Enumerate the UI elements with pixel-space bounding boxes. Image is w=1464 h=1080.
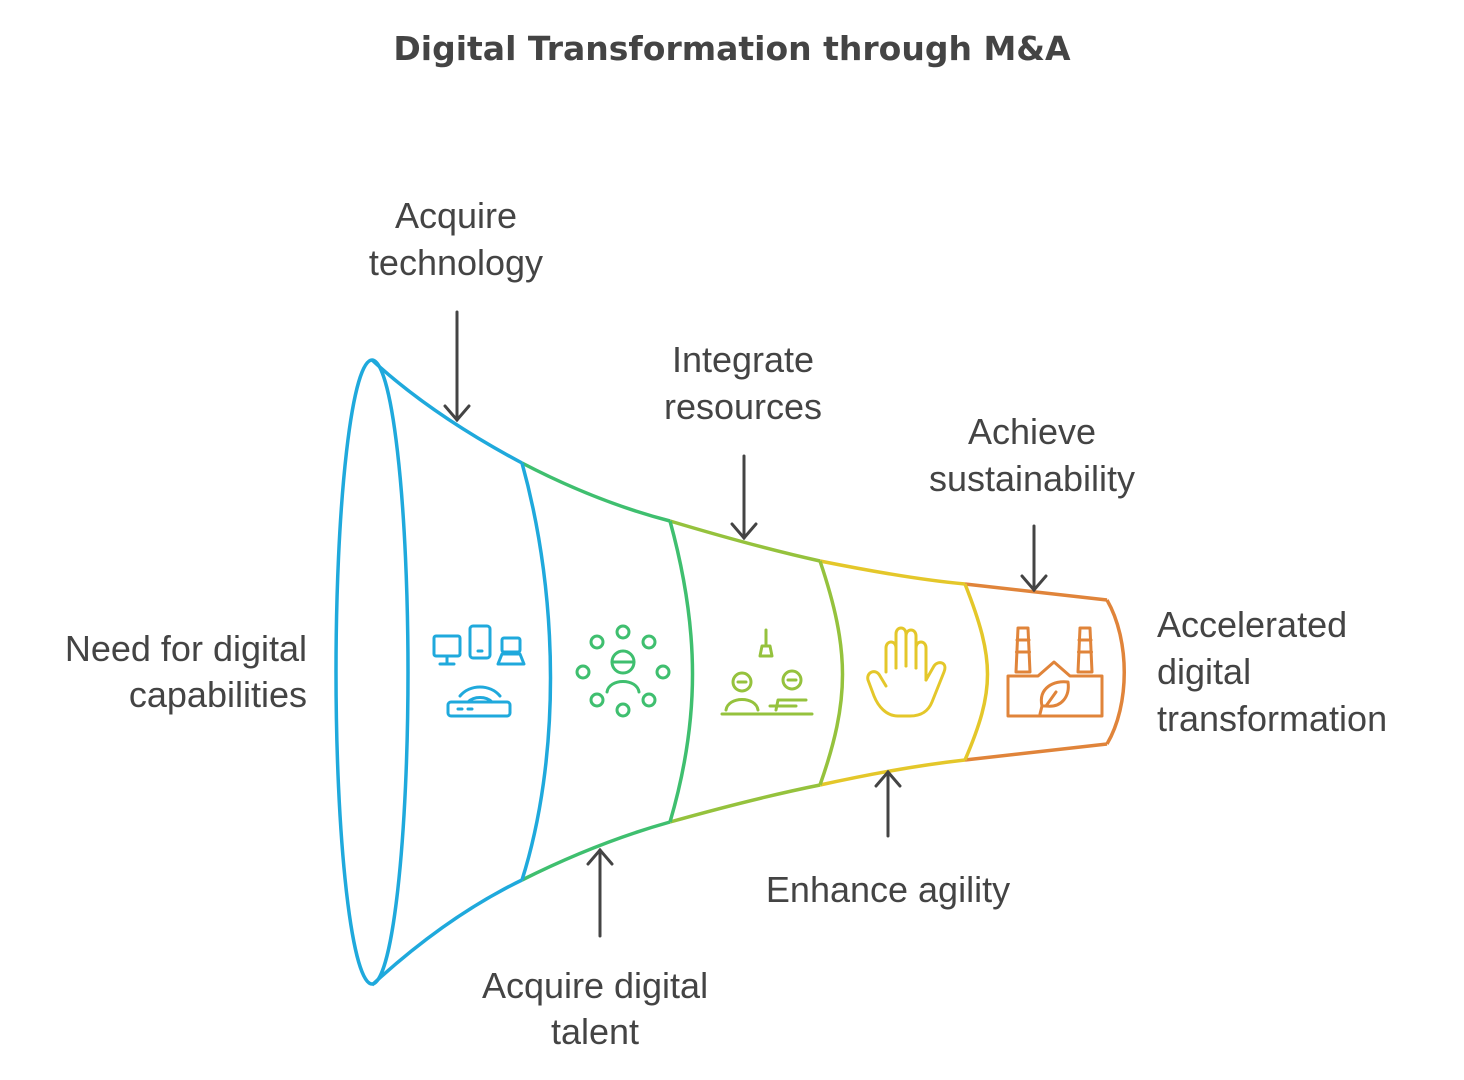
label-acquire-talent: Acquire digital talent [482, 965, 708, 1052]
label-output: Accelerated digital transformation [1157, 604, 1387, 739]
label-output-line-1: Accelerated [1157, 604, 1347, 645]
funnel-bottom-edge-yellow [819, 758, 966, 787]
arrow-achieve-sustainability [1020, 524, 1048, 593]
label-output-line-3: transformation [1157, 698, 1387, 739]
funnel-top-edge-orange [964, 582, 1108, 602]
funnel-divider-4 [963, 583, 990, 761]
funnel-top-edge-green [521, 461, 671, 523]
eco-factory-icon [1006, 626, 1104, 718]
label-output-line-2: digital [1157, 651, 1251, 692]
team-collaboration-icon [720, 628, 814, 716]
label-integrate-resources-line-2: resources [664, 386, 822, 427]
hand-icon [866, 626, 947, 718]
devices-router-icon [432, 624, 526, 718]
label-achieve-sustainability-line-2: sustainability [929, 458, 1135, 499]
funnel-top-edge-blue [370, 358, 523, 465]
label-enhance-agility: Enhance agility [766, 869, 1010, 910]
funnel-outlet [1105, 599, 1126, 745]
label-input-line-1: Need for digital [65, 628, 307, 669]
arrow-integrate-resources [730, 454, 758, 541]
funnel-divider-2 [668, 520, 695, 823]
label-input-line-2: capabilities [129, 674, 307, 715]
label-acquire-technology: Acquire technology [369, 195, 543, 283]
label-integrate-resources-line-1: Integrate [672, 339, 814, 380]
funnel [334, 358, 1126, 987]
label-enhance-agility-line-1: Enhance agility [766, 869, 1010, 910]
funnel-bottom-edge-blue [370, 878, 523, 987]
label-input: Need for digital capabilities [65, 628, 307, 715]
diagram-title: Digital Transformation through M&A [393, 29, 1071, 68]
label-achieve-sustainability: Achieve sustainability [929, 411, 1135, 499]
arrow-acquire-technology [443, 310, 471, 423]
arrow-acquire-talent [586, 847, 614, 938]
label-acquire-talent-line-2: talent [551, 1011, 639, 1052]
funnel-bottom-edge-orange [964, 742, 1108, 762]
label-achieve-sustainability-line-1: Achieve [968, 411, 1096, 452]
funnel-divider-1 [520, 462, 553, 881]
funnel-divider-3 [818, 560, 845, 786]
label-acquire-technology-line-1: Acquire [395, 195, 517, 236]
arrow-enhance-agility [874, 769, 902, 838]
label-integrate-resources: Integrate resources [664, 339, 822, 427]
label-acquire-technology-line-2: technology [369, 242, 543, 283]
talent-network-icon [575, 624, 671, 718]
label-acquire-talent-line-1: Acquire digital [482, 965, 708, 1006]
funnel-top-edge-yellow [819, 559, 966, 586]
funnel-mouth [334, 358, 410, 986]
funnel-bottom-edge-lime [669, 783, 821, 824]
funnel-top-edge-lime [669, 519, 821, 563]
funnel-bottom-edge-green [521, 820, 671, 882]
